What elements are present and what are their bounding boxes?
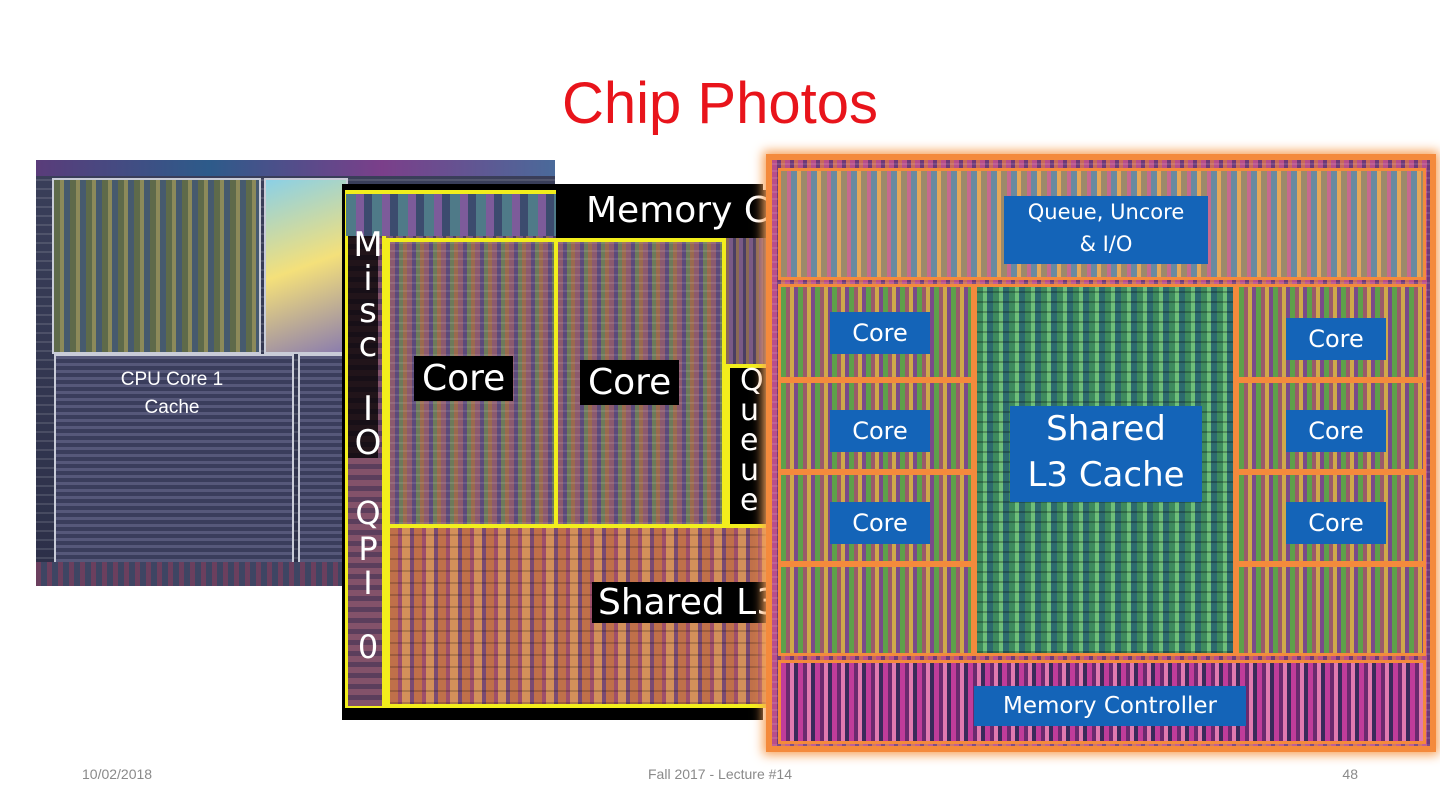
footer-page-number: 48 <box>1342 766 1358 782</box>
core-label-right-2: Core <box>1286 410 1386 452</box>
memory-label-background <box>556 190 776 238</box>
footer-course: Fall 2017 - Lecture #14 <box>648 766 792 782</box>
chip-photo-3: Queue, Uncore & I/O Core Core Core Core … <box>766 154 1436 752</box>
misc-io-label-background <box>348 236 378 458</box>
chip-photo-2: Memory C M i s c I O Q P I 0 Core Core Q… <box>342 184 786 720</box>
qpi-char: P <box>358 530 378 568</box>
shared-l3-cache-label: Shared L3 Cache <box>1010 406 1202 502</box>
spare-region-left <box>778 564 974 656</box>
footer-date: 10/02/2018 <box>82 766 153 782</box>
spare-region-right <box>1236 564 1426 656</box>
misc-char: M <box>353 225 383 265</box>
core-region-right-2 <box>1236 380 1426 472</box>
io-char: I <box>362 389 374 429</box>
io-char: O <box>354 423 382 463</box>
qpi-char: 0 <box>357 628 379 666</box>
queue-char: e <box>740 423 759 458</box>
shared-label: Shared <box>1046 409 1166 449</box>
misc-char: i <box>363 259 373 299</box>
misc-char: c <box>358 325 378 365</box>
slide-title: Chip Photos <box>562 71 878 136</box>
queue-uncore-label: Queue, Uncore <box>1027 200 1185 224</box>
l3-cache-label: L3 Cache <box>1027 455 1185 495</box>
queue-char: e <box>740 483 759 518</box>
core-label-right-3: Core <box>1286 502 1386 544</box>
queue-char: u <box>740 393 760 428</box>
memory-controller-label: Memory C <box>586 190 769 231</box>
shared-l3-label: Shared L3 <box>592 582 786 623</box>
core-label-left-3: Core <box>830 502 930 544</box>
cpu-core-1-label: CPU Core 1 <box>120 369 224 390</box>
core-label-2: Core <box>580 360 680 405</box>
io-label: & I/O <box>1079 232 1133 256</box>
queue-char: u <box>740 453 760 488</box>
memory-controller-label: Memory Controller <box>974 686 1246 726</box>
core-label-right-1: Core <box>1286 318 1386 360</box>
misc-char: s <box>359 291 377 331</box>
die-logic-block <box>52 178 261 354</box>
core-label-left-2: Core <box>830 410 930 452</box>
qpi-char: I <box>363 564 373 602</box>
core-region-left-1 <box>778 284 974 380</box>
die-logic-block-2 <box>264 178 348 354</box>
core-label-1: Core <box>414 356 514 401</box>
cache-label: Cache <box>144 397 200 418</box>
queue-uncore-io-label: Queue, Uncore & I/O <box>1004 196 1208 264</box>
memory-controller-strip <box>346 194 556 236</box>
core-label-left-1: Core <box>830 312 930 354</box>
die-top-band <box>36 160 555 176</box>
cpu-core-1-cache-label: CPU Core 1 Cache <box>54 366 290 422</box>
queue-char: Q <box>740 363 764 398</box>
qpi-char: Q <box>355 494 381 532</box>
